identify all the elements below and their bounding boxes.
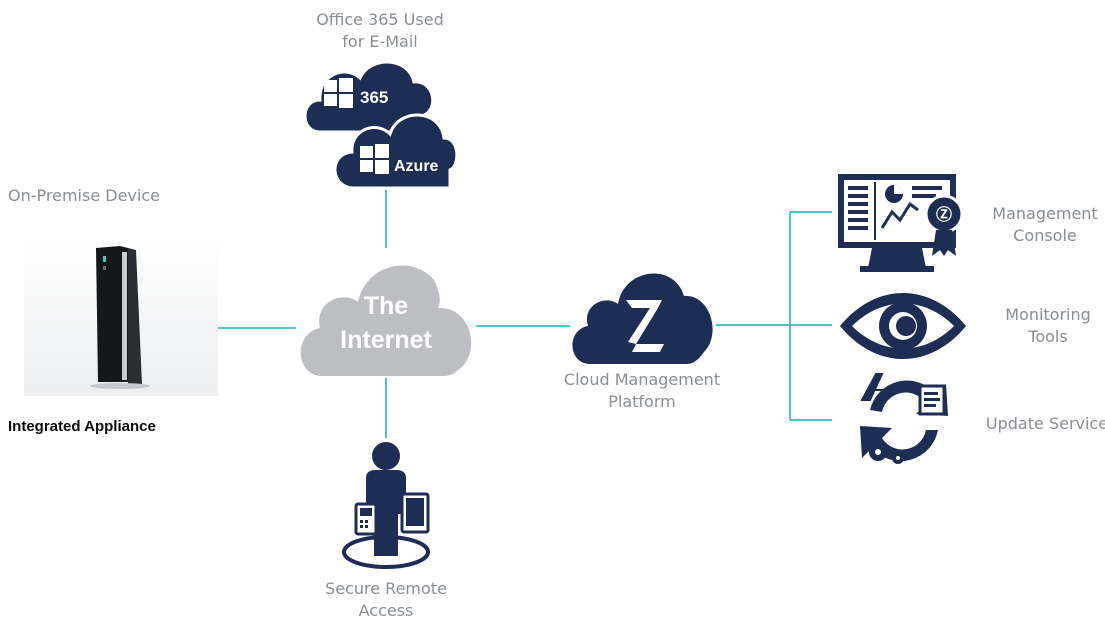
platform-logo-icon bbox=[626, 300, 664, 352]
integrated-appliance-device bbox=[24, 236, 218, 396]
cloud-platform-icon bbox=[572, 273, 713, 364]
update-service-icon bbox=[860, 373, 948, 464]
cloud-365-text: 365 bbox=[360, 88, 388, 107]
monitoring-tools-label: Monitoring Tools bbox=[1005, 305, 1091, 346]
management-console-label: Management Console bbox=[992, 204, 1098, 245]
integrated-appliance-label: Integrated Appliance bbox=[8, 418, 156, 435]
app-store-icon bbox=[860, 373, 886, 401]
internet-cloud-icon: The Internet bbox=[300, 265, 472, 376]
internet-line-1: The bbox=[364, 292, 409, 320]
office-azure-clouds: 365 Azure bbox=[303, 60, 458, 190]
svg-text:Ⓩ: Ⓩ bbox=[936, 205, 952, 224]
office-365-label: Office 365 Used for E-Mail bbox=[316, 10, 444, 51]
cloud-platform-label: Cloud Management Platform bbox=[563, 370, 721, 411]
secure-remote-access-icon bbox=[342, 442, 430, 569]
on-premise-label: On-Premise Device bbox=[8, 186, 160, 205]
windows-logo-icon bbox=[360, 144, 389, 174]
management-console-icon: Ⓩ bbox=[838, 174, 964, 272]
windows-logo-icon bbox=[324, 78, 353, 108]
secure-remote-label: Secure Remote Access bbox=[325, 579, 447, 620]
update-service-label: Update Service bbox=[985, 414, 1105, 433]
internet-line-2: Internet bbox=[340, 326, 432, 354]
person-head-icon bbox=[372, 442, 400, 470]
cloud-azure-text: Azure bbox=[394, 158, 439, 175]
office-365-cloud-icon bbox=[303, 60, 435, 134]
monitoring-eye-icon bbox=[840, 293, 966, 359]
